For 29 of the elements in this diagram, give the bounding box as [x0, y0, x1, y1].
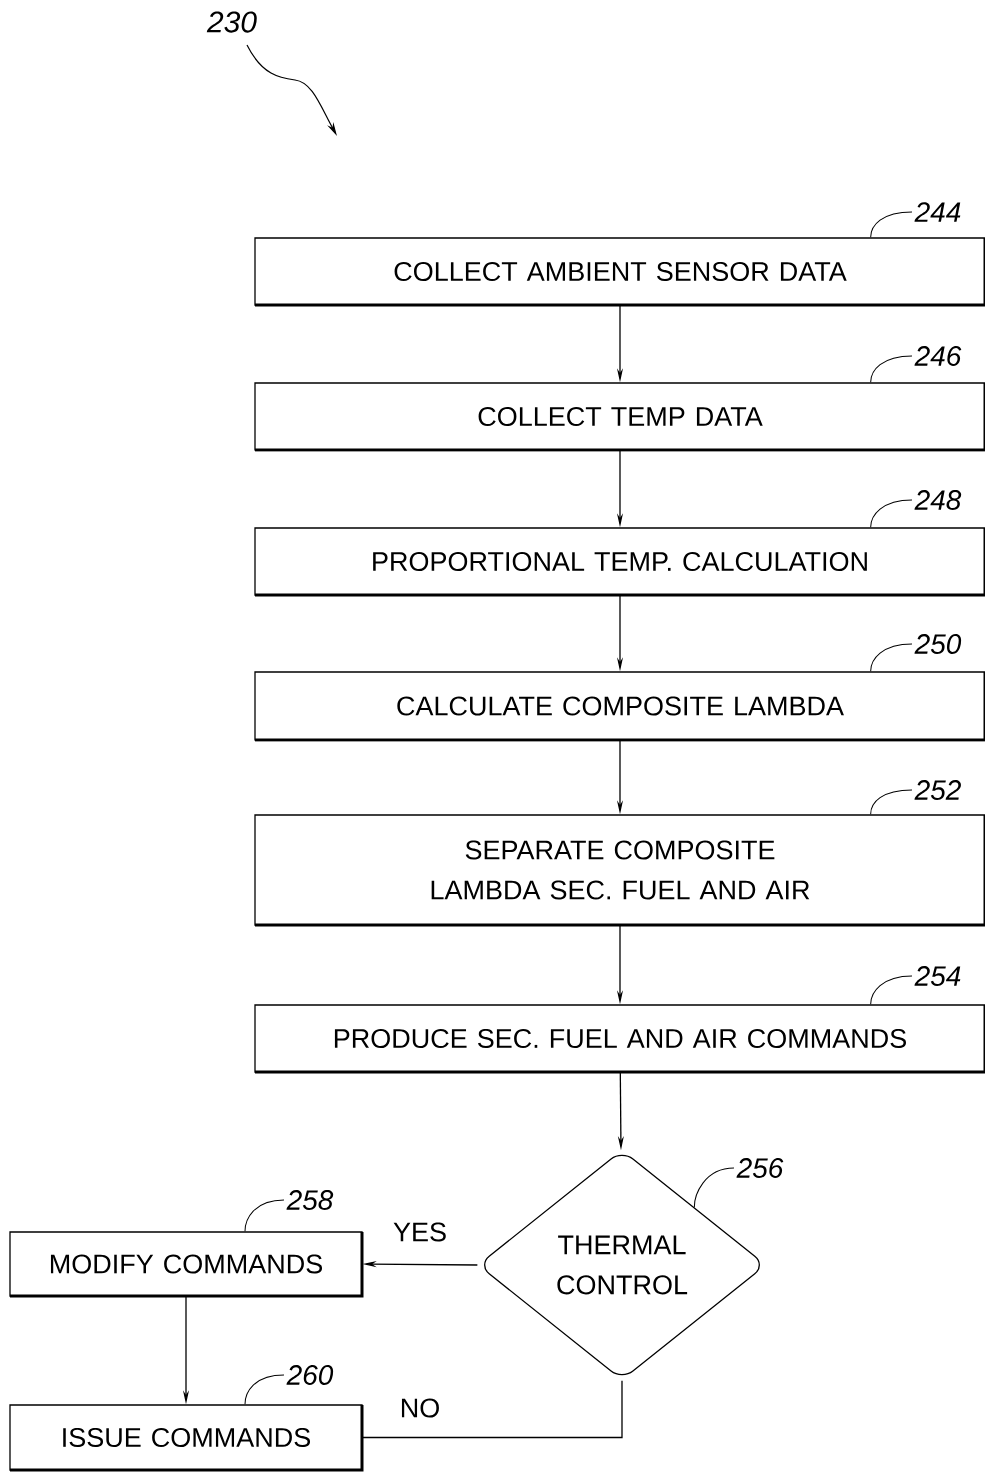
- reference-number: 260: [286, 1365, 334, 1385]
- reference-number: 244: [914, 202, 961, 222]
- reference-number: 256: [736, 1158, 784, 1178]
- leader-line: [870, 789, 913, 815]
- process-box: COLLECT TEMP DATA: [254, 382, 985, 452]
- leader-line: [244, 1199, 285, 1232]
- edge-label: YES: [391, 1220, 449, 1244]
- reference-number: 252: [914, 780, 961, 800]
- leader-line: [870, 643, 913, 672]
- process-box: SEPARATE COMPOSITE LAMBDA SEC. FUEL AND AIR: [254, 814, 985, 927]
- reference-number: 258: [286, 1190, 334, 1210]
- figure-number: 230: [206, 11, 257, 33]
- process-box: ISSUE COMMANDS: [9, 1404, 364, 1472]
- process-box: MODIFY COMMANDS: [9, 1231, 364, 1298]
- leader-line: [870, 975, 913, 1005]
- reference-number: 248: [914, 490, 962, 510]
- reference-number: 246: [914, 346, 962, 366]
- process-box: COLLECT AMBIENT SENSOR DATA: [254, 237, 985, 307]
- leader-line: [244, 1374, 285, 1405]
- process-box: CALCULATE COMPOSITE LAMBDA: [254, 671, 985, 742]
- leader-line: [870, 211, 913, 238]
- leader-line: [693, 1167, 735, 1208]
- reference-number: 254: [914, 966, 961, 986]
- leader-line: [870, 355, 913, 383]
- process-box: PROPORTIONAL TEMP. CALCULATION: [254, 527, 985, 597]
- process-box: PRODUCE SEC. FUEL AND AIR COMMANDS: [254, 1004, 985, 1074]
- leader-line: [870, 499, 913, 528]
- reference-number: 250: [914, 634, 962, 654]
- edge-label: NO: [397, 1396, 443, 1420]
